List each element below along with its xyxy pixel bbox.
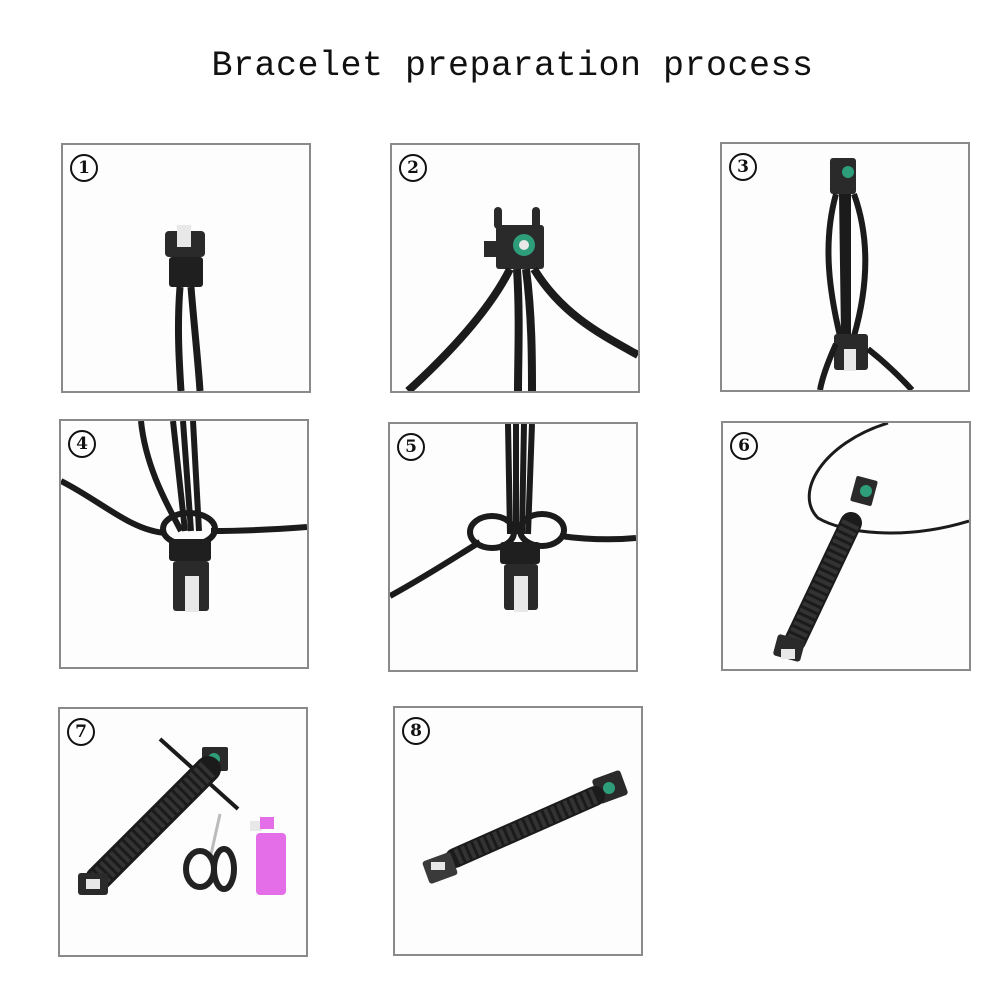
step-panel-7: 7 xyxy=(58,707,308,957)
step-number-badge: 5 xyxy=(397,433,425,461)
step-number-badge: 3 xyxy=(729,153,757,181)
step-number-badge: 6 xyxy=(730,432,758,460)
tightened-knot-illustration xyxy=(390,424,636,612)
step-panel-4: 4 xyxy=(59,419,309,669)
step-panel-3: 3 xyxy=(720,142,970,392)
step-panel-6: 6 xyxy=(721,421,971,671)
step-panel-5: 5 xyxy=(388,422,638,672)
trimming-tools-illustration xyxy=(78,737,286,895)
step-number-badge: 4 xyxy=(68,430,96,458)
compass-buckle-strands-illustration xyxy=(405,207,638,391)
step-number-badge: 1 xyxy=(70,154,98,182)
buckle-cord-illustration xyxy=(165,225,205,391)
page-title: Bracelet preparation process xyxy=(211,46,814,86)
first-knot-illustration xyxy=(61,421,307,612)
step-panel-8: 8 xyxy=(393,706,643,956)
step-number-badge: 8 xyxy=(402,717,430,745)
step-panel-2: 2 xyxy=(390,143,640,393)
step-number-badge: 2 xyxy=(399,154,427,182)
strands-between-buckles-illustration xyxy=(817,158,915,390)
step-panel-1: 1 xyxy=(61,143,311,393)
finished-bracelet-illustration xyxy=(422,770,628,884)
step-number-badge: 7 xyxy=(67,718,95,746)
braided-length-illustration xyxy=(773,423,969,662)
